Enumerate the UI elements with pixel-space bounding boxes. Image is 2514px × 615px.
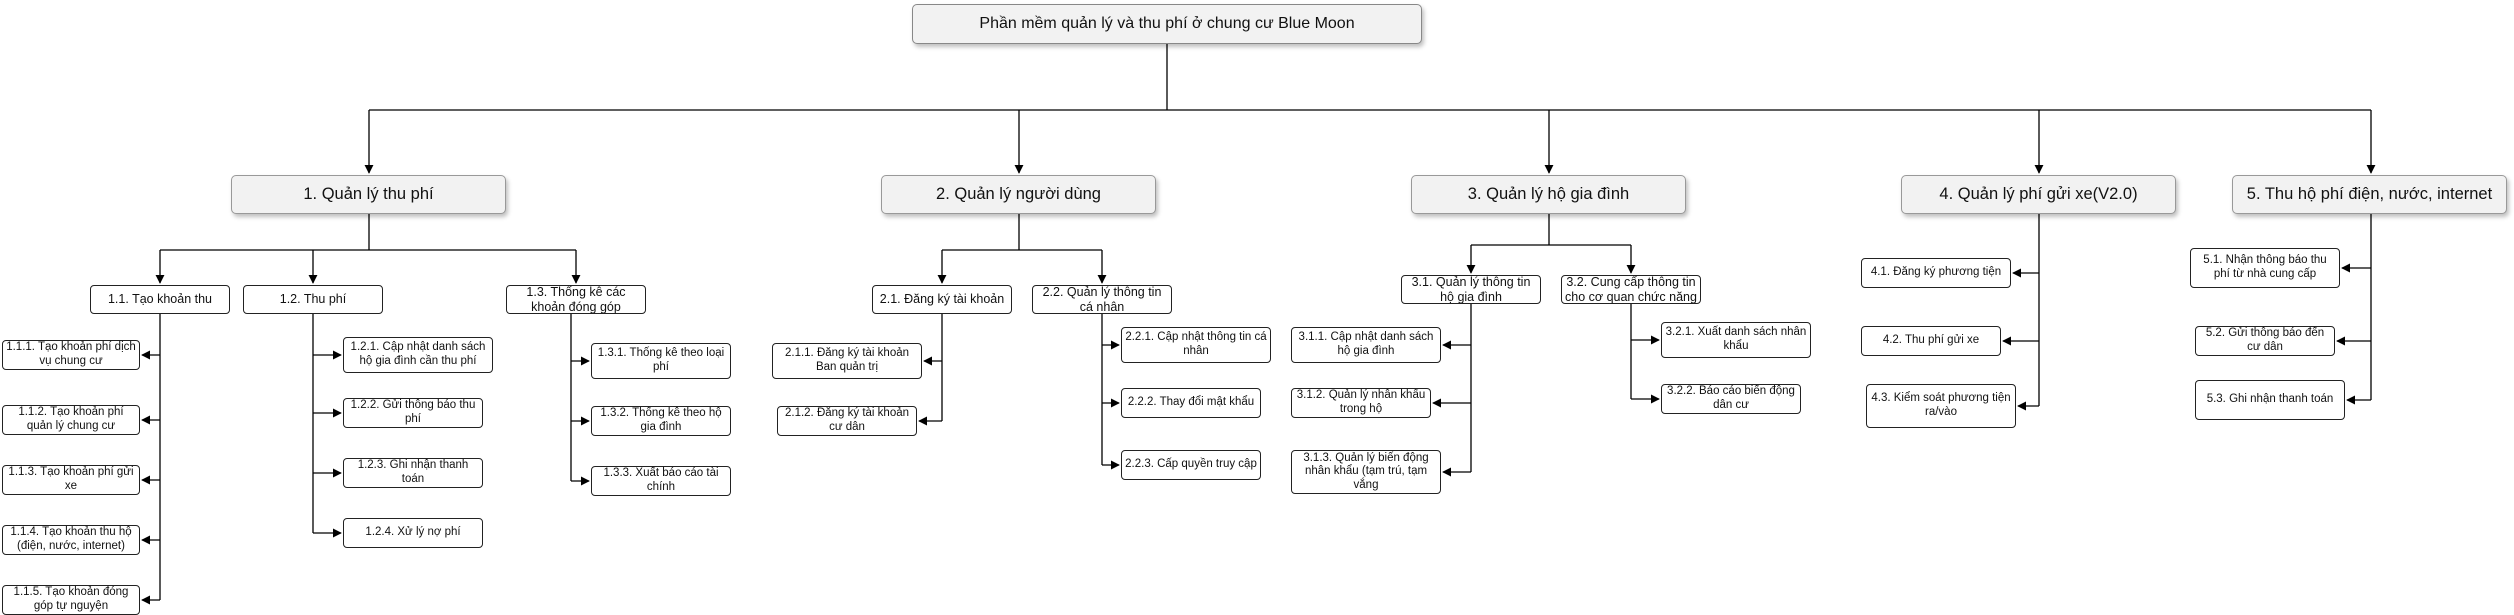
leaf-1-1-5[interactable]: 1.1.5. Tạo khoản đóng góp tự nguyện [2,585,140,615]
leaf-4-3[interactable]: 4.3. Kiểm soát phương tiện ra/vào [1866,384,2016,428]
leaf-1-1-4[interactable]: 1.1.4. Tạo khoản thu hộ (điện, nước, int… [2,525,140,555]
leaf-4-2[interactable]: 4.2. Thu phí gửi xe [1861,326,2001,356]
leaf-3-1-2[interactable]: 3.1.2. Quản lý nhân khẩu trong hộ [1291,388,1431,418]
leaf-1-2-2[interactable]: 1.2.2. Gửi thông báo thu phí [343,398,483,428]
leaf-2-1-1[interactable]: 2.1.1. Đăng ký tài khoản Ban quản trị [772,343,922,379]
module-utility-collection[interactable]: 5. Thu hộ phí điện, nước, internet [2232,175,2507,214]
node-3-2-provide-info[interactable]: 3.2. Cung cấp thông tin cho cơ quan chức… [1561,275,1701,304]
leaf-1-1-2[interactable]: 1.1.2. Tạo khoản phí quản lý chung cư [2,405,140,435]
node-2-2-personal-info[interactable]: 2.2. Quản lý thông tin cá nhân [1032,285,1172,314]
leaf-4-1[interactable]: 4.1. Đăng ký phương tiện [1861,258,2011,288]
node-3-1-household-info[interactable]: 3.1. Quản lý thông tin hộ gia đình [1401,275,1541,304]
leaf-1-1-3[interactable]: 1.1.3. Tạo khoản phí gửi xe [2,465,140,495]
leaf-1-3-2[interactable]: 1.3.2. Thống kê theo hộ gia đình [591,406,731,436]
node-1-3-statistics[interactable]: 1.3. Thống kê các khoản đóng góp [506,285,646,314]
leaf-2-2-3[interactable]: 2.2.3. Cấp quyền truy cập [1121,450,1261,480]
module-parking-fee[interactable]: 4. Quản lý phí gửi xe(V2.0) [1901,175,2176,214]
leaf-1-3-1[interactable]: 1.3.1. Thống kê theo loại phí [591,343,731,379]
leaf-2-2-1[interactable]: 2.2.1. Cập nhật thông tin cá nhân [1121,327,1271,363]
module-user-management[interactable]: 2. Quản lý người dùng [881,175,1156,214]
leaf-1-2-1[interactable]: 1.2.1. Cập nhật danh sách hộ gia đình cầ… [343,337,493,373]
leaf-2-1-2[interactable]: 2.1.2. Đăng ký tài khoản cư dân [777,406,917,436]
module-household-management[interactable]: 3. Quản lý hộ gia đình [1411,175,1686,214]
leaf-3-2-1[interactable]: 3.2.1. Xuất danh sách nhân khẩu [1661,322,1811,358]
node-1-1-create-fee[interactable]: 1.1. Tạo khoản thu [90,285,230,314]
root-node[interactable]: Phần mềm quản lý và thu phí ở chung cư B… [912,4,1422,44]
node-1-2-collect-fee[interactable]: 1.2. Thu phí [243,285,383,314]
leaf-3-1-3[interactable]: 3.1.3. Quản lý biến động nhân khẩu (tạm … [1291,450,1441,494]
leaf-1-2-3[interactable]: 1.2.3. Ghi nhận thanh toán [343,458,483,488]
leaf-5-2[interactable]: 5.2. Gửi thông báo đến cư dân [2195,326,2335,356]
module-fee-management[interactable]: 1. Quản lý thu phí [231,175,506,214]
leaf-5-3[interactable]: 5.3. Ghi nhận thanh toán [2195,380,2345,420]
leaf-2-2-2[interactable]: 2.2.2. Thay đổi mật khẩu [1121,388,1261,418]
leaf-3-2-2[interactable]: 3.2.2. Báo cáo biến động dân cư [1661,384,1801,414]
connector-lines [141,44,2376,605]
leaf-3-1-1[interactable]: 3.1.1. Cập nhật danh sách hộ gia đình [1291,327,1441,363]
leaf-5-1[interactable]: 5.1. Nhận thông báo thu phí từ nhà cung … [2190,248,2340,288]
leaf-1-1-1[interactable]: 1.1.1. Tạo khoản phí dịch vụ chung cư [2,340,140,370]
leaf-1-3-3[interactable]: 1.3.3. Xuất báo cáo tài chính [591,466,731,496]
leaf-1-2-4[interactable]: 1.2.4. Xử lý nợ phí [343,518,483,548]
node-2-1-register-account[interactable]: 2.1. Đăng ký tài khoản [872,285,1012,314]
